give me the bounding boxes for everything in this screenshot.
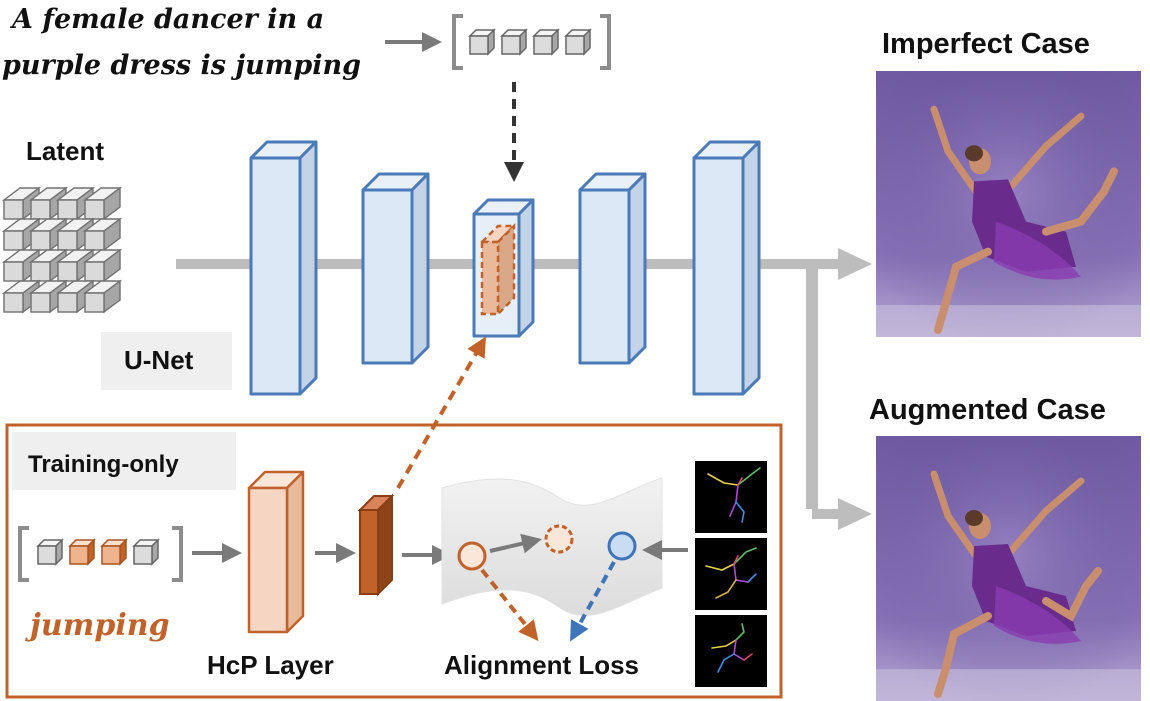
- pose-thumbnail-1: [695, 461, 767, 533]
- prompt-line-1: A female dancer in a: [12, 4, 325, 35]
- token-bracket-bottom: [18, 526, 183, 582]
- pose-thumbnail-2: [695, 538, 767, 610]
- token-bracket-top: [452, 14, 611, 70]
- token-cubes-bottom: [36, 538, 160, 566]
- imperfect-case-title: Imperfect Case: [882, 28, 1090, 60]
- unet-block-5: [692, 140, 761, 396]
- unet-block-4: [578, 172, 647, 365]
- point-transform-arrow: [489, 533, 542, 554]
- augmented-case-photo: [876, 436, 1141, 701]
- token-cubes-top: [468, 28, 592, 56]
- latent-cube-grid: [1, 186, 123, 314]
- pose-point: [607, 531, 637, 561]
- jumping-word: jumping: [30, 608, 170, 643]
- latent-label: Latent: [26, 136, 104, 166]
- hcp-point: [457, 541, 487, 571]
- augmented-case-title: Augmented Case: [869, 394, 1106, 426]
- training-only-label-bg: [12, 432, 236, 490]
- transformed-point: [544, 524, 574, 554]
- hcp-output-feature: [357, 493, 395, 597]
- unet-block-1: [249, 140, 318, 396]
- hcp-layer-label: HcP Layer: [207, 650, 334, 680]
- unet-blocks: [249, 140, 761, 396]
- unet-label: U-Net: [124, 345, 194, 375]
- hcp-layer-block: [247, 470, 305, 634]
- prompt-line-2: purple dress is jumping: [2, 50, 362, 81]
- unet-label-bg: [101, 332, 232, 390]
- training-only-label: Training-only: [28, 451, 179, 478]
- imperfect-case-photo: [876, 71, 1141, 337]
- unet-block-2: [361, 172, 430, 365]
- alignment-loss-label: Alignment Loss: [444, 650, 640, 680]
- hcp-injection-arrow: [396, 336, 487, 490]
- pose-thumbnail-3: [695, 615, 767, 687]
- injected-hcp-feature: [478, 222, 518, 318]
- training-only-box: [5, 423, 783, 699]
